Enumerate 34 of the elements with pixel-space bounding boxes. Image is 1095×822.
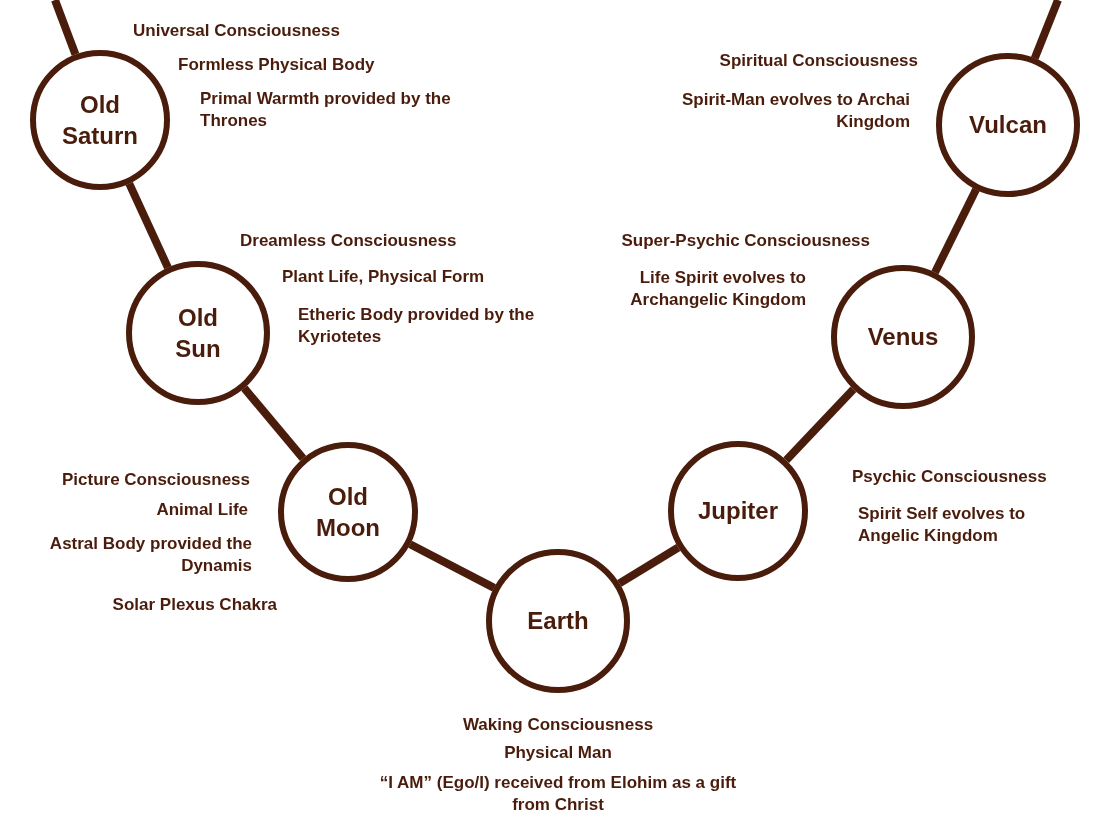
stage-description: “I AM” (Ego/I) received from Elohim as a gift from Christ bbox=[378, 772, 738, 817]
connector-line bbox=[125, 181, 172, 270]
stage-description: Universal Consciousness bbox=[133, 20, 340, 42]
circle-label: Jupiter bbox=[697, 496, 779, 527]
stage-description: Picture Consciousness bbox=[62, 469, 250, 491]
connector-line bbox=[617, 544, 681, 587]
circle-label: Old Moon bbox=[315, 481, 381, 543]
stage-description: Solar Plexus Chakra bbox=[112, 594, 277, 616]
stage-description: Super-Psychic Consciousness bbox=[621, 230, 870, 252]
connector-line bbox=[241, 385, 307, 461]
stage-description: Animal Life bbox=[156, 499, 248, 521]
stage-description: Plant Life, Physical Form bbox=[282, 266, 485, 288]
circle-label: Old Saturn bbox=[61, 89, 139, 151]
stage-description: Spirit-Man evolves to Archai Kingdom bbox=[681, 89, 910, 134]
connector-line bbox=[51, 0, 80, 56]
circle-label: Vulcan bbox=[968, 110, 1048, 141]
stage-description: Psychic Consciousness bbox=[852, 466, 1047, 488]
stage-description: Life Spirit evolves to Archangelic Kingdom bbox=[629, 267, 806, 312]
stage-description: Spirit Self evolves to Angelic Kingdom bbox=[858, 503, 1027, 548]
connector-line bbox=[1031, 0, 1062, 60]
connector-line bbox=[408, 540, 496, 592]
stage-description: Formless Physical Body bbox=[178, 54, 375, 76]
stage-description: Etheric Body provided by the Kyriotetes bbox=[298, 304, 536, 349]
stage-description: Waking Consciousness bbox=[461, 714, 655, 736]
stage-description: Astral Body provided the Dynamis bbox=[48, 533, 252, 578]
circle-label: Venus bbox=[866, 322, 940, 353]
connector-line bbox=[783, 386, 857, 463]
connector-line bbox=[931, 187, 980, 275]
stage-description: Dreamless Consciousness bbox=[240, 230, 457, 252]
circle-label: Earth bbox=[526, 606, 590, 637]
stage-description: Physical Man bbox=[503, 742, 613, 764]
stage-description: Spiritual Consciousness bbox=[719, 50, 918, 72]
stage-description: Primal Warmth provided by the Thrones bbox=[200, 88, 452, 133]
circle-label: Old Sun bbox=[174, 302, 222, 364]
